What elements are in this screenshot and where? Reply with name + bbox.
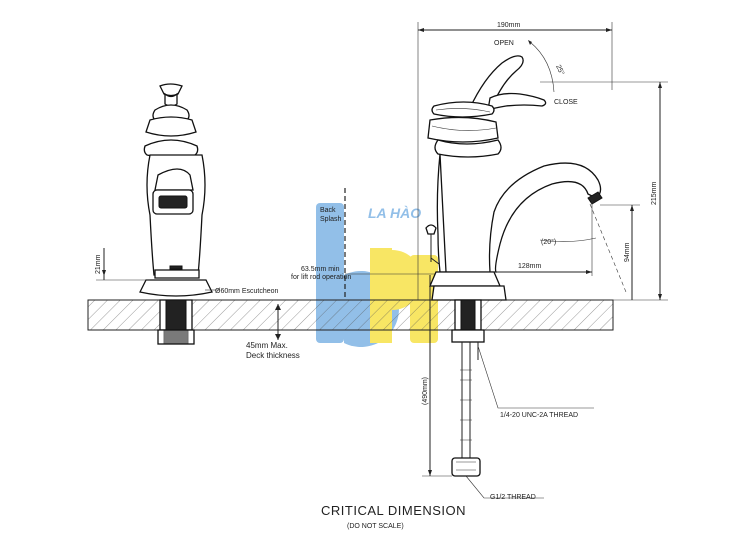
- dim-94mm: 94mm: [624, 242, 631, 262]
- liftrod-label-2: for lift rod operation: [291, 274, 351, 281]
- dim-490mm: (490mm): [422, 377, 429, 405]
- back-splash-label-2: Splash: [320, 216, 342, 223]
- label-open: OPEN: [494, 40, 514, 47]
- dim-angle-20: (20°): [541, 238, 556, 246]
- faucet-side-view: [425, 55, 603, 477]
- deck-label-1: 45mm Max.: [246, 341, 288, 350]
- faucet-front-view: [96, 83, 220, 345]
- dim-lines-side: [417, 22, 668, 499]
- liftrod-label-1: 63.5mm min: [301, 266, 340, 273]
- label-close: CLOSE: [554, 99, 578, 106]
- label-thread-1: 1/4-20 UNC-2A THREAD: [500, 412, 578, 419]
- back-splash-label-1: Back: [320, 207, 336, 214]
- watermark-text: LA HÀO: [368, 205, 421, 221]
- drawing-title: CRITICAL DIMENSION: [321, 503, 467, 518]
- dim-128mm: 128mm: [518, 263, 542, 270]
- deck-label-2: Deck thickness: [246, 351, 300, 360]
- dim-190mm: 190mm: [497, 22, 521, 29]
- drawing-note: (DO NOT SCALE): [347, 523, 404, 530]
- label-thread-2: G1/2 THREAD: [490, 494, 536, 501]
- deck-thickness-dim: [275, 304, 281, 340]
- dim-21mm: 21mm: [95, 254, 102, 274]
- dim-215mm: 215mm: [651, 181, 658, 205]
- dim-angle-25: 25°: [554, 63, 566, 76]
- dim-escutcheon: Ø60mm Escutcheon: [215, 288, 279, 295]
